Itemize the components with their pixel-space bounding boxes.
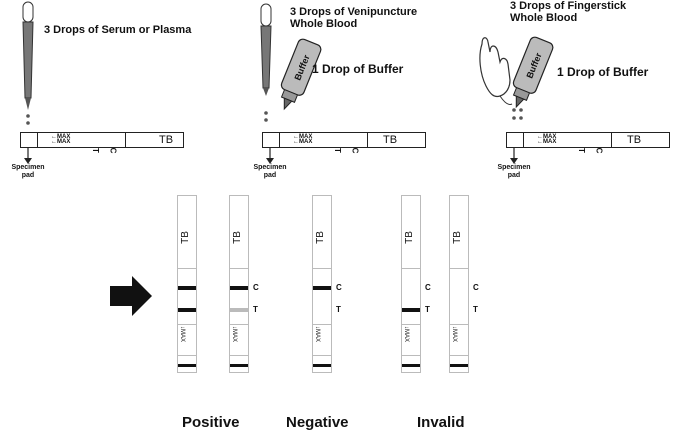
strip-label: TB <box>179 231 191 244</box>
max-arrows-icon: ↓MAX <box>403 326 409 343</box>
max-box <box>178 324 196 356</box>
max-arrows-icon: ↓MAX <box>451 326 457 343</box>
dropper-icon <box>22 1 34 125</box>
window-divider <box>611 133 612 147</box>
invalid-label: Invalid <box>417 414 465 431</box>
drops-icon <box>512 108 523 120</box>
t-label: T <box>336 305 341 314</box>
max-box <box>402 324 420 356</box>
strip-label: TB <box>314 231 326 244</box>
max-box <box>450 324 468 356</box>
max-arrows-icon: ↓MAX <box>179 326 185 343</box>
panel-fingerstick: Buffer 3 Drops of Fingerstick Whole Bloo… <box>470 0 680 190</box>
c-label: C <box>253 283 259 292</box>
max-arrows-icon: ↓MAX <box>314 326 320 343</box>
strip-label: TB <box>403 231 415 244</box>
specimen-pad-arrow-icon <box>266 148 274 164</box>
strip-divider <box>402 268 420 269</box>
t-mark: T <box>90 148 100 153</box>
buffer-instruction: 1 Drop of Buffer <box>312 62 404 76</box>
c-line <box>178 286 196 290</box>
result-strip-invalid-1: TB ↓MAX <box>401 195 421 373</box>
c-mark: C <box>594 147 604 154</box>
max-arrows-icon: ←MAX←MAX <box>537 134 557 145</box>
sample-well <box>263 133 280 147</box>
max-box <box>230 324 248 356</box>
instruction-fingerstick-1: 3 Drops of Fingerstick <box>510 0 627 12</box>
instruction-venipuncture-1: 3 Drops of Venipuncture <box>290 6 418 18</box>
sample-well <box>507 133 524 147</box>
c-line <box>313 286 331 290</box>
cassette-label: TB <box>383 134 398 146</box>
buffer-bottle-icon: Buffer <box>280 38 322 111</box>
buffer-bottle-icon: Buffer <box>512 36 554 109</box>
t-label: T <box>473 305 478 314</box>
c-label: C <box>336 283 342 292</box>
bottom-line <box>402 364 420 367</box>
t-line-faint <box>230 308 248 312</box>
c-label: C <box>473 283 479 292</box>
c-mark: C <box>350 147 360 154</box>
negative-label: Negative <box>286 414 349 431</box>
bottom-line <box>450 364 468 367</box>
t-line <box>402 308 420 312</box>
bottom-line <box>230 364 248 367</box>
sample-well <box>21 133 38 147</box>
t-label: T <box>425 305 430 314</box>
c-line <box>230 286 248 290</box>
result-strip-positive-2: TB ↓MAX <box>229 195 249 373</box>
cassette-label: TB <box>159 134 174 146</box>
panel-serum-plasma: 3 Drops of Serum or Plasma <box>0 0 220 190</box>
specimen-pad-arrow-icon <box>24 148 32 164</box>
bottom-line <box>313 364 331 367</box>
window-divider <box>367 133 368 147</box>
max-box <box>313 324 331 356</box>
window-divider <box>125 133 126 147</box>
positive-label: Positive <box>182 414 240 431</box>
max-arrows-icon: ↓MAX <box>231 326 237 343</box>
result-strip-positive-1: TB ↓MAX <box>177 195 197 373</box>
t-mark: T <box>332 148 342 153</box>
cassette-serum: ←MAX←MAX TB <box>20 132 184 148</box>
instruction-serum: 3 Drops of Serum or Plasma <box>44 24 192 36</box>
instruction-venipuncture-2: Whole Blood <box>290 18 358 30</box>
cassette-fingerstick: ←MAX←MAX TB <box>506 132 670 148</box>
panel-venipuncture: Buffer 3 Drops of Venipuncture Whole Blo… <box>240 0 460 190</box>
cassette-label: TB <box>627 134 642 146</box>
t-mark: T <box>576 148 586 153</box>
strip-label: TB <box>231 231 243 244</box>
strip-divider <box>313 268 331 269</box>
max-arrows-icon: ←MAX←MAX <box>293 134 313 145</box>
cassette-venipuncture: ←MAX←MAX TB <box>262 132 426 148</box>
c-label: C <box>425 283 431 292</box>
strip-divider <box>178 268 196 269</box>
strip-divider <box>230 268 248 269</box>
result-strip-invalid-2: TB ↓MAX <box>449 195 469 373</box>
right-arrow-icon <box>110 276 152 316</box>
dropper-icon <box>260 3 272 122</box>
t-line <box>178 308 196 312</box>
t-label: T <box>253 305 258 314</box>
specimen-pad-arrow-icon <box>510 148 518 164</box>
result-strip-negative: TB ↓MAX <box>312 195 332 373</box>
c-mark: C <box>108 147 118 154</box>
strip-label: TB <box>451 231 463 244</box>
hand-icon <box>479 37 513 105</box>
bottom-line <box>178 364 196 367</box>
max-arrows-icon: ←MAX←MAX <box>51 134 71 145</box>
buffer-instruction: 1 Drop of Buffer <box>557 65 649 79</box>
strip-divider <box>450 268 468 269</box>
instruction-fingerstick-2: Whole Blood <box>510 12 578 24</box>
